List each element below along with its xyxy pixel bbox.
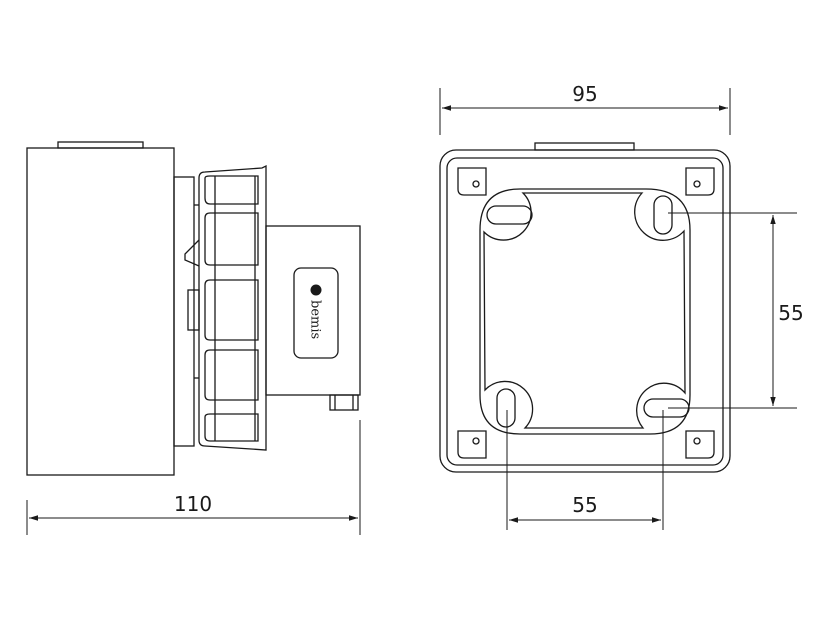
enclosure-inner-outline [446, 157, 724, 466]
width-dimension-label: 95 [572, 82, 597, 106]
horizontal-hole-spacing-label: 55 [572, 493, 597, 517]
enclosure-outline [439, 149, 731, 473]
mounting-plate [173, 176, 195, 447]
bottom-latch [329, 394, 359, 411]
vertical-hole-spacing-label: 55 [778, 301, 803, 325]
rear-view: 95 55 55 [439, 82, 804, 530]
depth-dimension-label: 110 [174, 492, 212, 516]
bemis-logo: bemis [308, 284, 323, 339]
enclosure-body [26, 147, 175, 476]
side-lug [187, 289, 200, 331]
logo-text: bemis [308, 300, 323, 339]
mounting-plate-outline [483, 192, 686, 429]
logo-label [293, 267, 339, 359]
side-view: bemis 110 [26, 141, 361, 535]
latch-clip [184, 239, 200, 267]
corner-screw-pads [457, 167, 715, 459]
side-top-tab [57, 141, 144, 149]
rear-top-tab [534, 142, 635, 151]
grille-frame [198, 164, 267, 451]
mounting-slots [486, 195, 690, 428]
socket-module [265, 225, 361, 396]
grille-slots [204, 175, 259, 442]
